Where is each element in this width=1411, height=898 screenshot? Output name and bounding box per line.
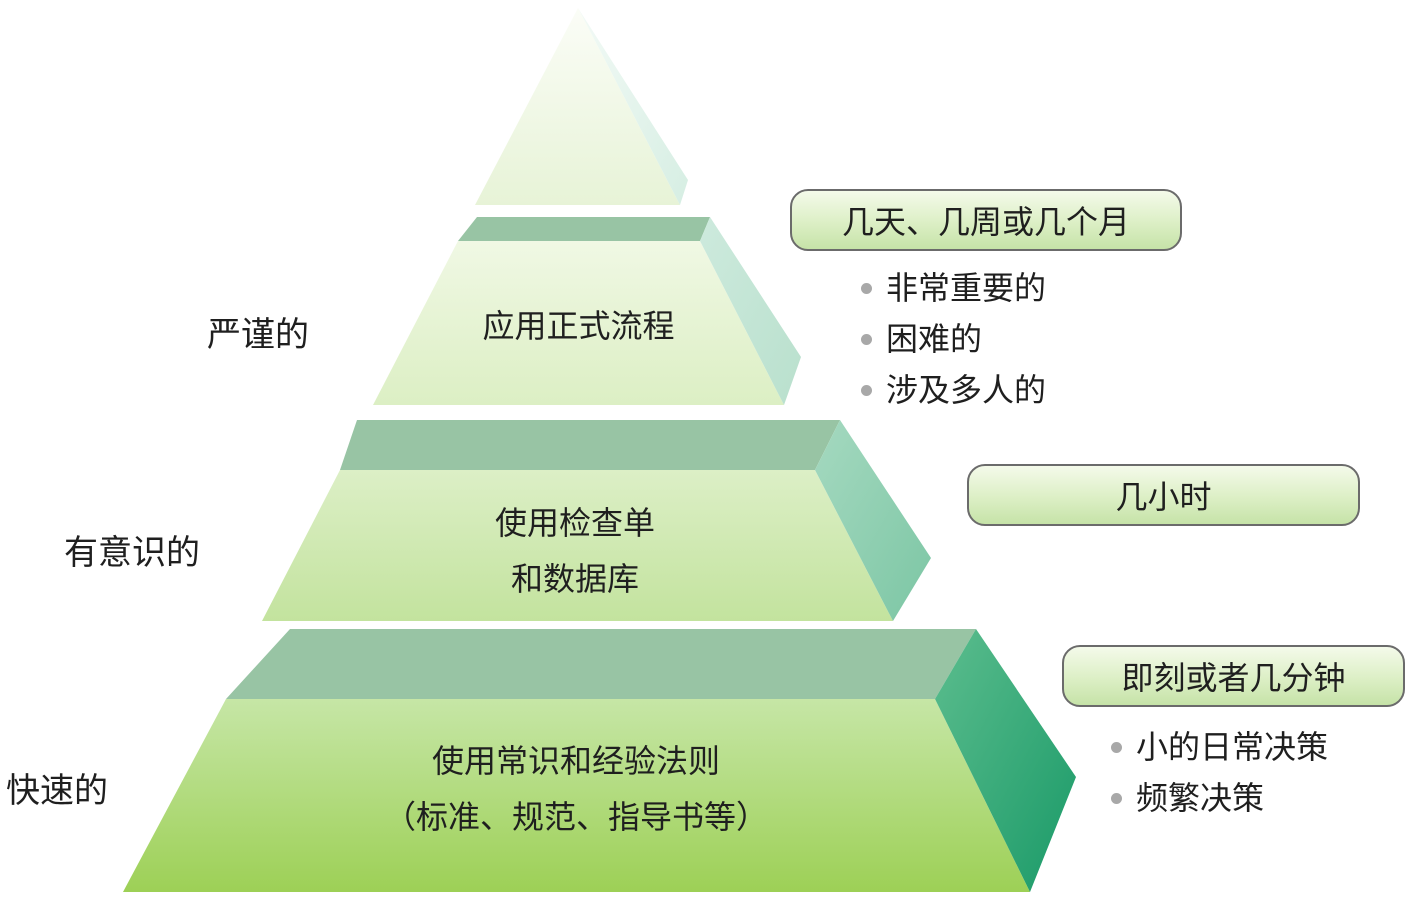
- tier-middle-line-2: 和数据库: [510, 560, 639, 598]
- bullet-text: 小的日常决策: [1136, 728, 1329, 766]
- tier-middle-side-face: [815, 420, 931, 621]
- tier-bottom-line-2: （标准、规范、指导书等）: [383, 798, 768, 836]
- tier-top-line-1: 应用正式流程: [482, 307, 675, 345]
- time-box-middle: 几小时: [967, 464, 1360, 526]
- bullet-item: 小的日常决策: [1111, 722, 1328, 773]
- time-box-bottom: 即刻或者几分钟: [1062, 645, 1405, 707]
- bullet-text: 非常重要的: [886, 269, 1047, 307]
- bullet-dot-icon: [1111, 793, 1122, 804]
- bullet-text: 困难的: [886, 320, 983, 358]
- time-box-top: 几天、几周或几个月: [790, 189, 1182, 251]
- bullet-dot-icon: [861, 334, 872, 345]
- pyramid-apex: [475, 8, 688, 205]
- tier-top-side-face: [700, 217, 801, 405]
- tier-bottom-text: 使用常识和经验法则 （标准、规范、指导书等）: [226, 733, 926, 845]
- tier-top-front-face: [373, 241, 784, 405]
- pyramid-tier-top: [373, 217, 801, 405]
- tier-middle-front-face: [262, 470, 893, 621]
- tier-bottom-side-face: [935, 629, 1076, 892]
- bullet-list-bottom: 小的日常决策 频繁决策: [1111, 722, 1328, 824]
- tier-top-text: 应用正式流程: [373, 298, 784, 354]
- label-fast: 快速的: [6, 771, 108, 811]
- pyramid-tier-bottom: [123, 629, 1076, 892]
- bullet-dot-icon: [861, 283, 872, 294]
- pyramid-tier-middle: [262, 420, 931, 621]
- bullet-dot-icon: [1111, 742, 1122, 753]
- tier-top-band: [458, 217, 710, 241]
- bullet-item: 频繁决策: [1111, 773, 1328, 824]
- tier-bottom-band: [226, 629, 976, 699]
- bullet-text: 涉及多人的: [886, 371, 1047, 409]
- bullet-item: 困难的: [861, 314, 1046, 365]
- label-rigorous: 严谨的: [207, 315, 309, 355]
- label-conscious: 有意识的: [64, 533, 200, 573]
- tier-middle-line-1: 使用检查单: [494, 504, 655, 542]
- tier-bottom-front-face: [123, 699, 1030, 892]
- bullet-list-top: 非常重要的 困难的 涉及多人的: [861, 263, 1046, 416]
- tier-bottom-line-1: 使用常识和经验法则: [431, 742, 720, 780]
- bullet-text: 频繁决策: [1136, 779, 1265, 817]
- bullet-dot-icon: [861, 385, 872, 396]
- tier-middle-text: 使用检查单 和数据库: [340, 495, 810, 607]
- apex-side-face: [578, 8, 688, 205]
- bullet-item: 涉及多人的: [861, 365, 1046, 416]
- apex-front-face: [475, 8, 680, 205]
- bullet-item: 非常重要的: [861, 263, 1046, 314]
- tier-middle-band: [340, 420, 840, 470]
